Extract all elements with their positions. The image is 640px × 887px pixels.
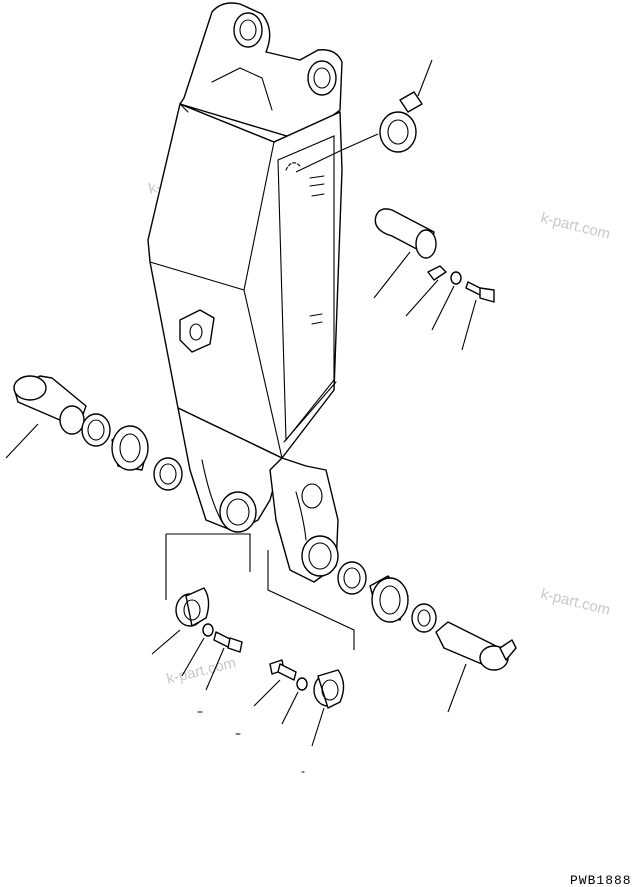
drawing-code: PWB1888 [570,873,632,887]
seal-right-2 [411,603,437,633]
washer-upper [450,271,462,285]
watermark-3: k-part.com [539,585,612,619]
pin-left [13,375,87,435]
bushing-right [369,575,409,623]
arm-lower-boss [177,407,339,583]
bolt-lower-left [213,631,243,653]
leader-bushing-top [295,133,379,173]
bolt-lower-right [269,659,297,681]
pin-right-lower [435,621,517,671]
watermark-4: k-part.com [165,654,238,688]
arm-body [147,2,343,459]
bushing-lower-right [313,669,345,709]
seal-left-2 [153,457,183,491]
pin-upper [374,208,437,259]
lock-plate [427,265,447,281]
watermark-2: k-part.com [539,209,612,243]
leader-pin-upper [373,251,411,299]
seal-right [337,561,367,595]
bushing-lower-left [175,587,210,627]
group-box-right [267,550,355,650]
washer-lower-left [202,623,214,637]
group-box-left [165,533,251,600]
bolt-upper [465,281,495,303]
bushing-top [379,59,433,153]
bushing-left [111,425,149,471]
seal-left [81,413,111,447]
washer-lower-right [296,677,308,691]
